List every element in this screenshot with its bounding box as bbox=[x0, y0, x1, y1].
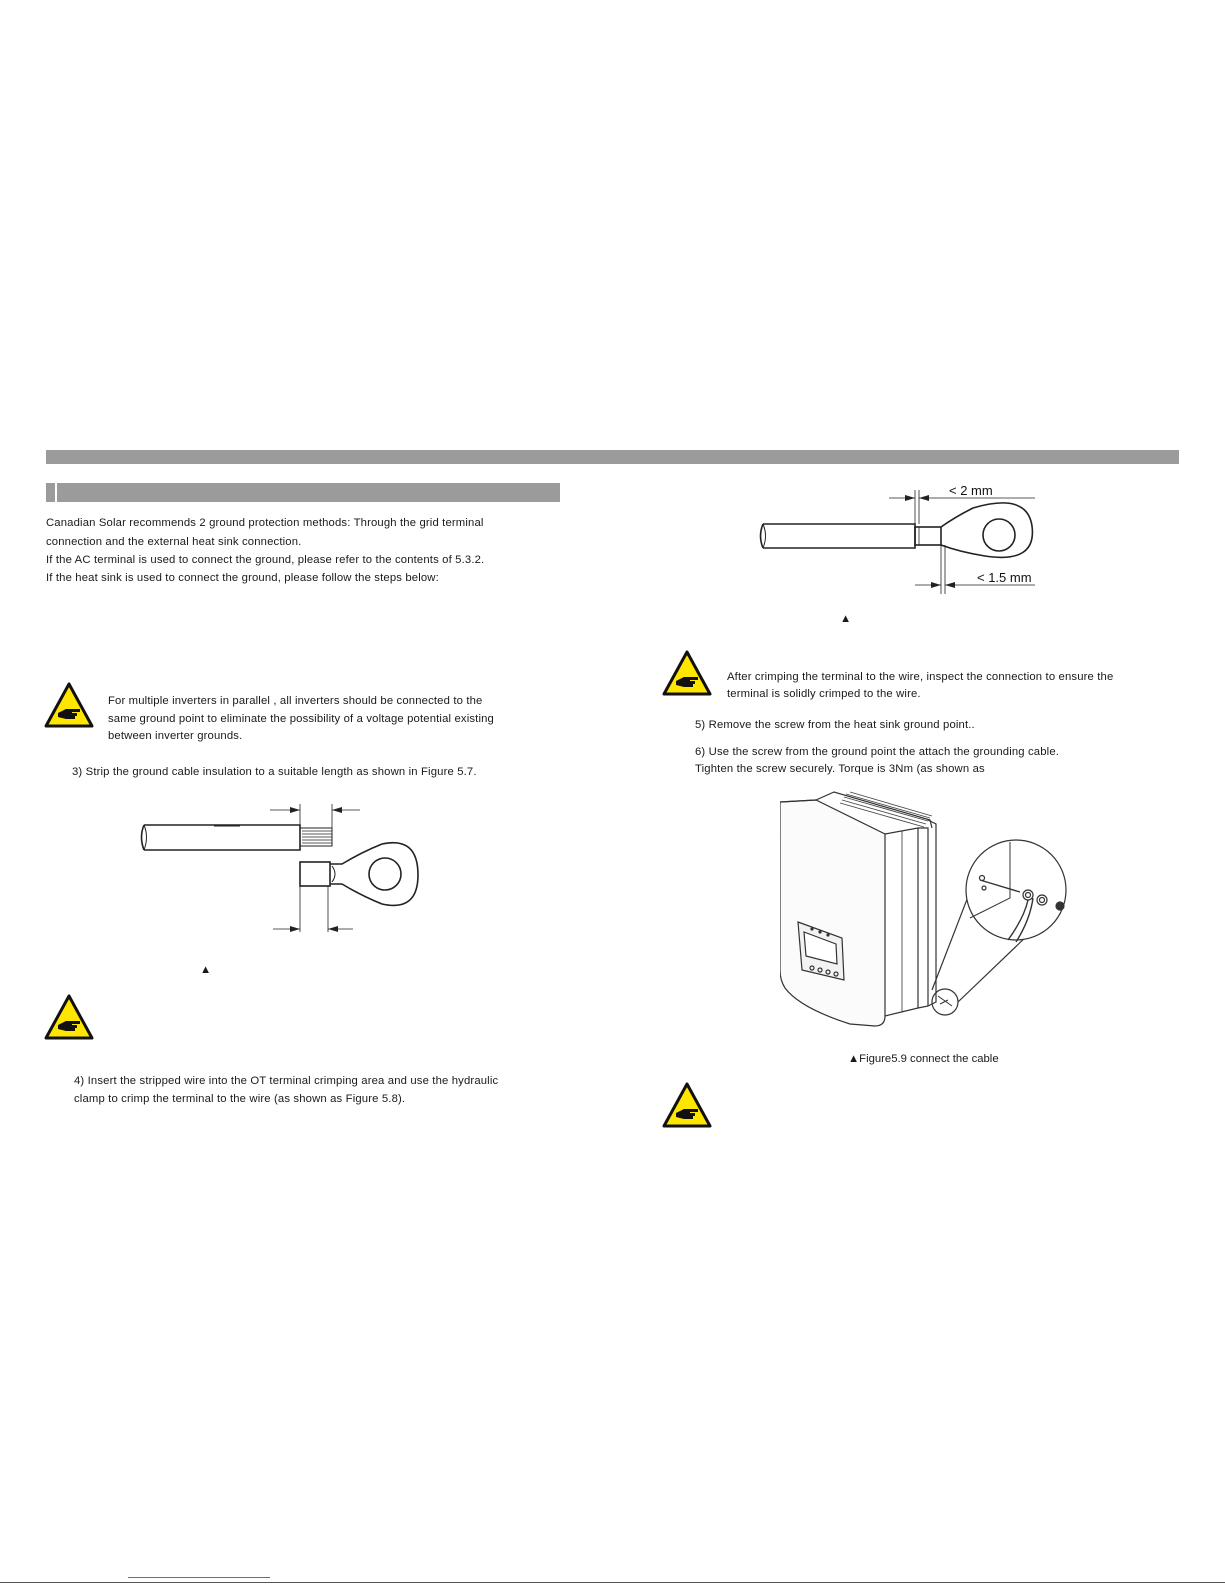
footer-link-underline bbox=[128, 1577, 270, 1578]
intro-line-3: If the AC terminal is used to connect th… bbox=[46, 554, 485, 566]
dimension-top-label: < 2 mm bbox=[949, 484, 993, 498]
intro-line-4: If the heat sink is used to connect the … bbox=[46, 572, 439, 584]
step-3-text: 3) Strip the ground cable insulation to … bbox=[72, 766, 477, 778]
figure-5-8-marker: ▲ bbox=[840, 613, 852, 625]
step-6-line-2: Tighten the screw securely. Torque is 3N… bbox=[695, 763, 985, 775]
figure-5-9-inverter-illustration bbox=[780, 791, 1067, 1027]
figure-5-7-strip-diagram bbox=[140, 804, 419, 932]
step-4-line-2: clamp to crimp the terminal to the wire … bbox=[74, 1093, 406, 1105]
note-crimp-line-2: terminal is solidly crimped to the wire. bbox=[727, 688, 921, 700]
section-title-bar bbox=[46, 483, 560, 502]
warning-hand-icon bbox=[44, 994, 94, 1040]
step-6-line-1: 6) Use the screw from the ground point t… bbox=[695, 746, 1060, 758]
warning-hand-icon bbox=[662, 650, 712, 696]
dimension-bottom-label: < 1.5 mm bbox=[977, 570, 1032, 585]
note-parallel-line-2: same ground point to eliminate the possi… bbox=[108, 713, 494, 725]
figure-5-8-crimp-diagram: < 2 mm < 1.5 mm bbox=[759, 484, 1035, 594]
step-4-line-1: 4) Insert the stripped wire into the OT … bbox=[74, 1075, 499, 1087]
warning-hand-icon bbox=[662, 1082, 712, 1128]
step-5-text: 5) Remove the screw from the heat sink g… bbox=[695, 719, 975, 731]
warning-hand-icon bbox=[44, 682, 94, 728]
page-header-bar bbox=[46, 450, 1179, 464]
intro-line-1: Canadian Solar recommends 2 ground prote… bbox=[46, 517, 484, 529]
footer-rule bbox=[0, 1582, 1225, 1583]
note-parallel-line-1: For multiple inverters in parallel , all… bbox=[108, 695, 483, 707]
note-crimp-line-1: After crimping the terminal to the wire,… bbox=[727, 671, 1114, 683]
figure-5-9-caption: ▲Figure5.9 connect the cable bbox=[848, 1053, 999, 1065]
figure-5-7-marker: ▲ bbox=[200, 964, 212, 976]
intro-line-2: connection and the external heat sink co… bbox=[46, 536, 302, 548]
note-parallel-line-3: between inverter grounds. bbox=[108, 730, 243, 742]
